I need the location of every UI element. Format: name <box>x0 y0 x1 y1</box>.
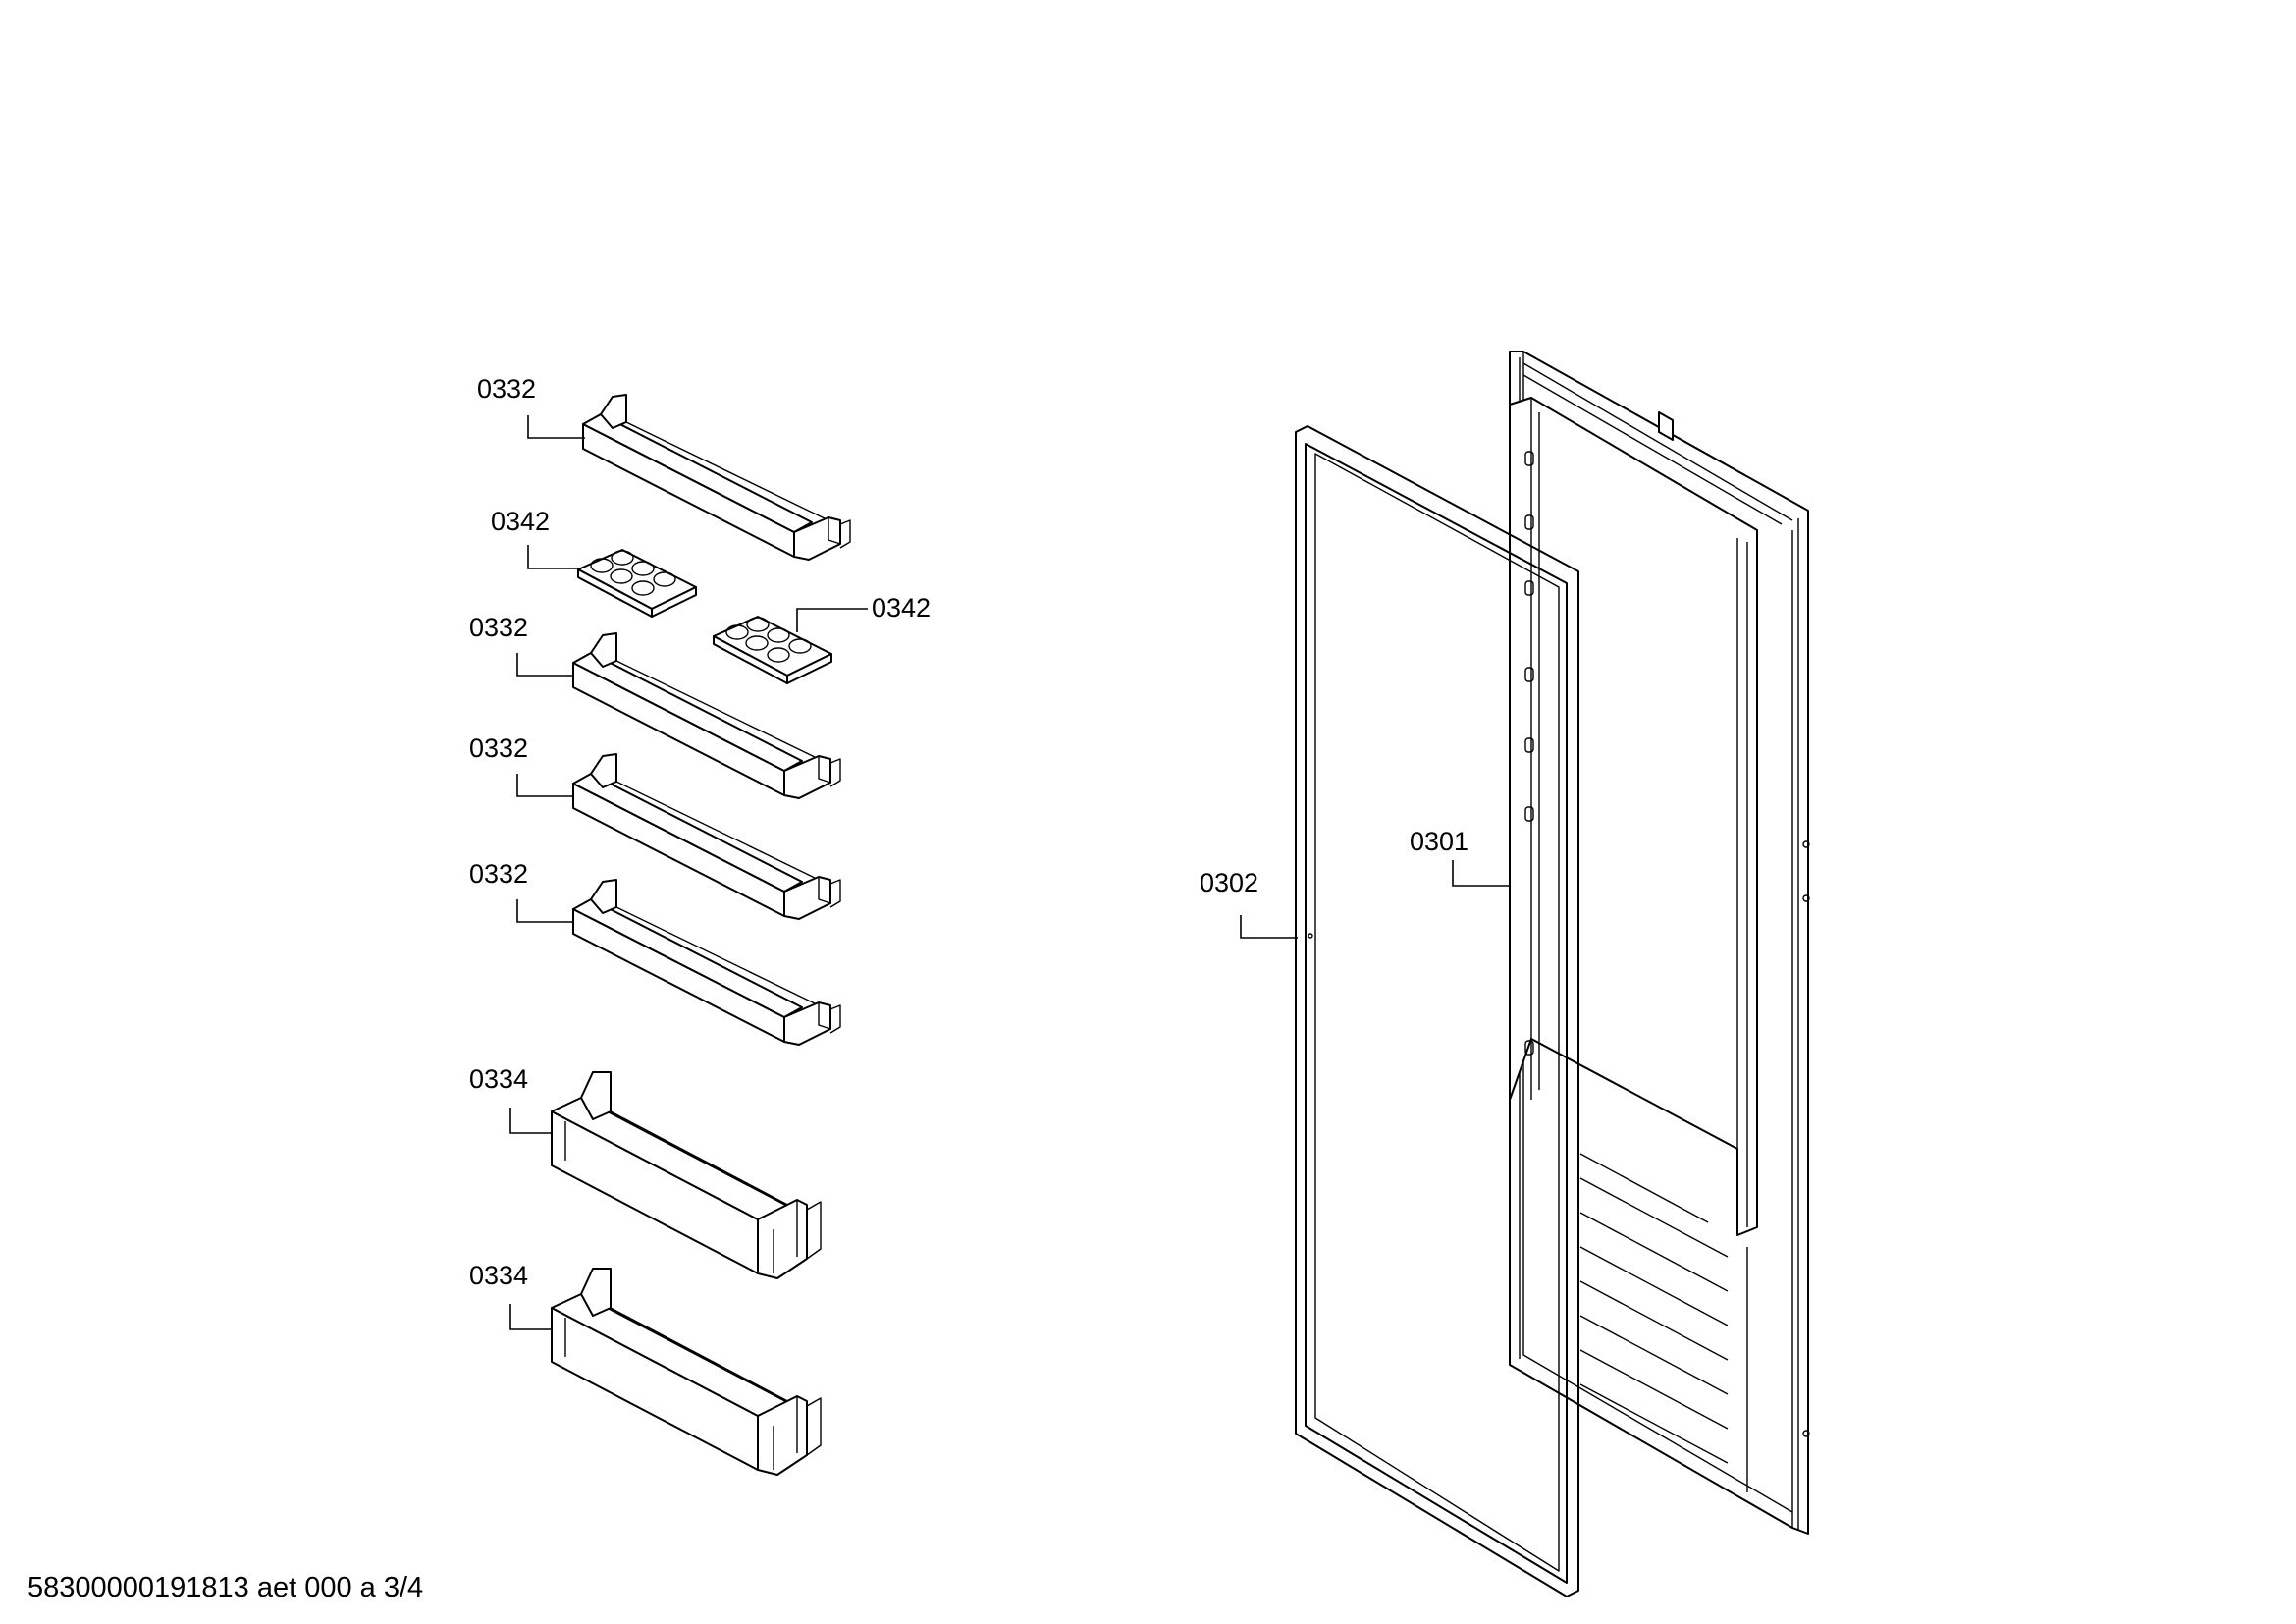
label-0334-b: 0334 <box>469 1261 528 1290</box>
door-gasket-0302 <box>1295 425 1579 1597</box>
door-shelf-0332-a <box>582 394 851 561</box>
label-0332-c: 0332 <box>469 733 528 763</box>
egg-tray-0342-b <box>713 616 832 684</box>
label-0334-a: 0334 <box>469 1064 528 1094</box>
bottle-shelf-0334-a <box>551 1071 822 1279</box>
door-inner-panel-0301 <box>1509 351 1810 1535</box>
label-0332-a: 0332 <box>477 374 536 404</box>
label-0342-a: 0342 <box>491 507 550 536</box>
label-0301: 0301 <box>1410 827 1468 856</box>
label-0332-b: 0332 <box>469 613 528 642</box>
egg-tray-0342-a <box>577 549 697 618</box>
bottle-shelf-0334-b <box>551 1268 822 1476</box>
label-0332-d: 0332 <box>469 859 528 889</box>
document-footer: 58300000191813 aet 000 a 3/4 <box>27 1572 423 1603</box>
label-0342-b: 0342 <box>872 593 931 623</box>
label-0302: 0302 <box>1200 868 1258 897</box>
leader-lines <box>509 415 1510 1330</box>
part-labels: 0332 0342 0342 0332 0332 0332 0334 0334 … <box>469 374 1468 1290</box>
